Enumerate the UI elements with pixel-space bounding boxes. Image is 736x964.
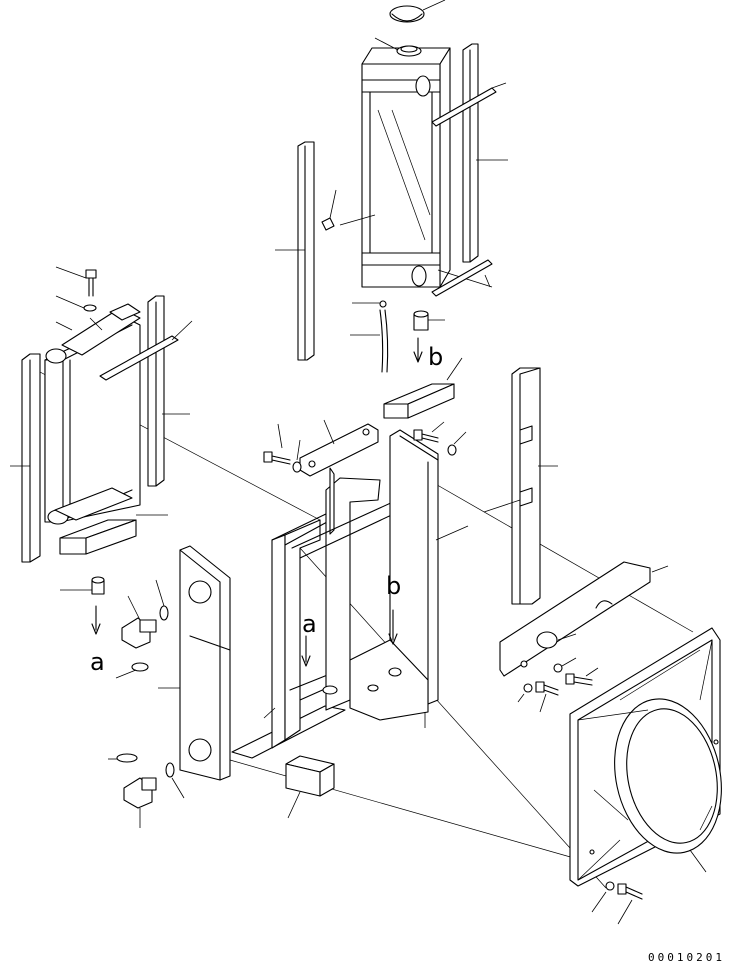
support-frame: a b — [231, 429, 469, 759]
callout-b-upper: b — [428, 343, 443, 371]
elbow-fittings — [108, 579, 185, 828]
mount-b-upper: b — [383, 310, 463, 419]
seal-strip-right — [483, 367, 558, 605]
radiator-cap — [389, 0, 446, 23]
bracket-plate — [263, 419, 467, 477]
callout-a-left: a — [90, 648, 105, 676]
bolt-washer-left — [55, 266, 103, 331]
callout-b-center: b — [386, 572, 401, 600]
seal-strips-left — [10, 295, 193, 563]
oil-cooler — [44, 303, 141, 525]
fan-shroud — [569, 627, 722, 887]
drawing-code: 00010201 — [648, 951, 725, 964]
bolts-bottom — [591, 881, 643, 925]
seal-panel — [158, 545, 231, 781]
bolts-right — [517, 657, 599, 713]
mount-a-left: a — [59, 514, 168, 676]
shroud-bracket — [499, 561, 669, 677]
callout-a-center: a — [302, 610, 317, 638]
radiator-core — [361, 37, 493, 288]
rubber-block — [285, 755, 335, 819]
drain-hose — [321, 189, 389, 373]
seal-strips-upper — [275, 43, 508, 361]
